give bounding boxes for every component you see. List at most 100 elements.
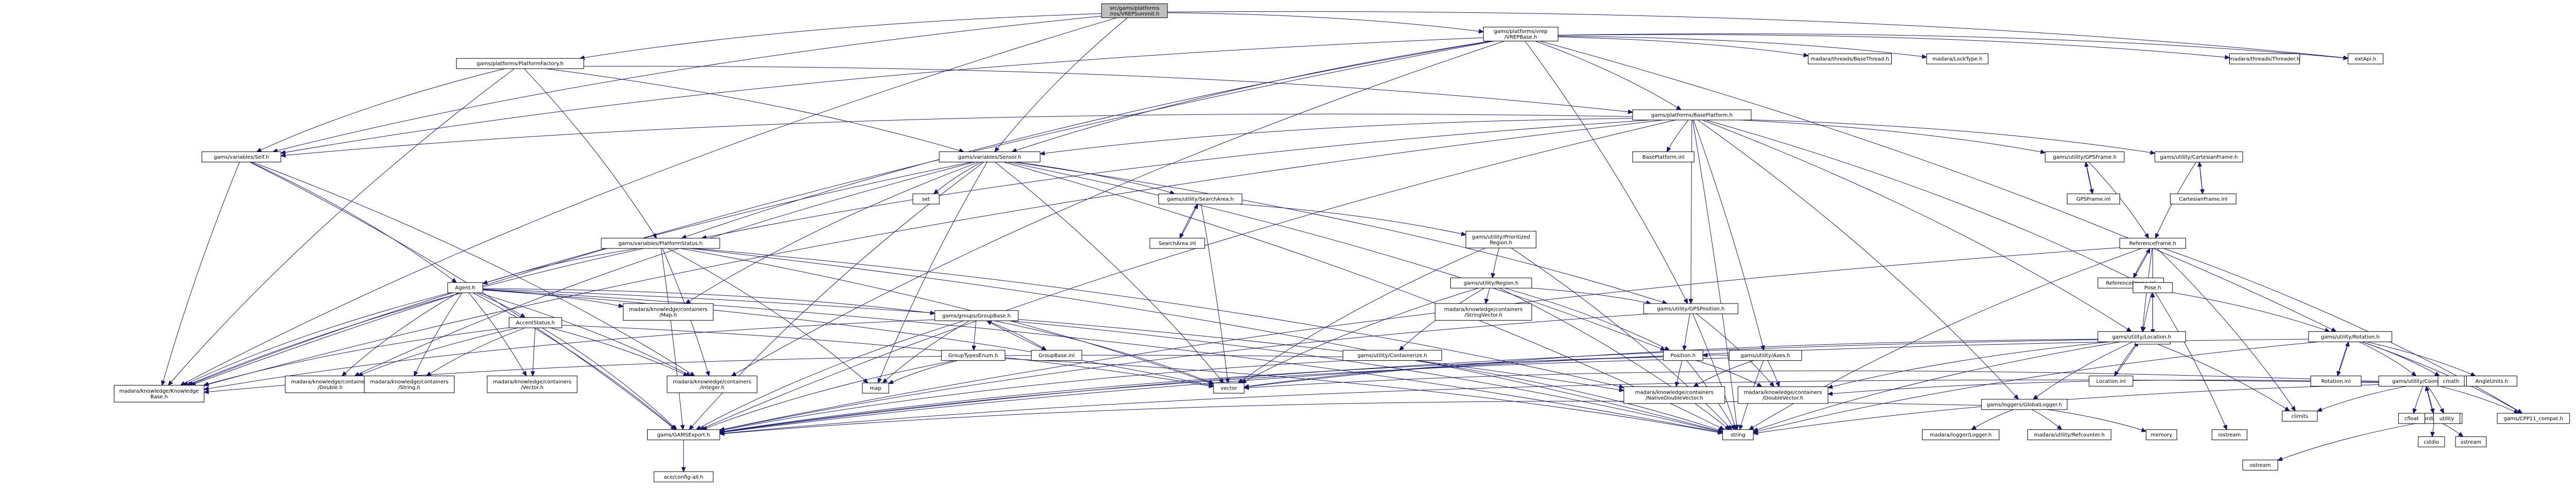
node-searcharea-inl[interactable]: SearchArea.inl	[1149, 238, 1205, 249]
node-vectorc[interactable]: madara/knowledge/containers/Vector.h	[487, 376, 578, 393]
node-stringvector[interactable]: madara/knowledge/containers/StringVector…	[1435, 303, 1532, 321]
node-doublevector[interactable]: madara/knowledge/containers/DoubleVector…	[1737, 386, 1828, 404]
node-label: madara/threads/BaseThread.h	[1811, 57, 1889, 62]
node-gpsframe[interactable]: gams/utility/GPSFrame.h	[2045, 152, 2125, 162]
node-root[interactable]: src/gams/platforms/ros/VREPSummit.h	[1101, 3, 1168, 18]
node-globallogger[interactable]: gams/loggers/GlobalLogger.h	[1981, 399, 2067, 410]
edge-baseplatform-to-string	[1692, 120, 1737, 430]
edge-vrepbase-to-integerc	[732, 41, 1505, 376]
node-location-inl[interactable]: Location.inl	[2089, 376, 2133, 386]
node-box	[653, 471, 714, 482]
node-extapi[interactable]: extApi.h	[2347, 53, 2384, 64]
node-cmath[interactable]: cmath	[2437, 376, 2465, 386]
node-cartesianframe[interactable]: gams/utility/CartesianFrame.h	[2155, 152, 2243, 162]
node-stringc[interactable]: madara/knowledge/containers/String.h	[364, 376, 455, 393]
edge-containerize-to-gamsexport	[720, 360, 1347, 431]
node-memory[interactable]: memory	[2146, 429, 2177, 441]
node-platfactory[interactable]: gams/platforms/PlatformFactory.h	[456, 58, 584, 69]
node-label: madara/utility/Refcounter.h	[2034, 432, 2105, 438]
edge-baseplatform-to-gpsframe	[1740, 120, 2045, 153]
node-gpsposition[interactable]: gams/utility/GPSPosition.h	[1643, 303, 1738, 314]
node-box	[2170, 193, 2236, 205]
node-box	[1632, 152, 1694, 162]
node-map[interactable]: map	[862, 382, 889, 394]
node-groupbase-inl[interactable]: GroupBase.inl	[1031, 350, 1082, 361]
node-rotation-inl[interactable]: Rotation.inl	[2310, 376, 2362, 386]
node-cstdio[interactable]: cstdio	[2418, 436, 2445, 447]
node-box	[1643, 303, 1738, 314]
edge-accentstatus-to-gamsexport	[542, 327, 676, 430]
node-angleunits[interactable]: AngleUnits.h	[2466, 376, 2517, 386]
node-threader[interactable]: madara/threads/Threader.h	[2229, 53, 2300, 64]
node-set[interactable]: set	[912, 193, 940, 205]
node-iostream[interactable]: iostream	[2211, 429, 2248, 441]
node-platformstatus[interactable]: gams/variables/PlatformStatus.h	[601, 238, 720, 249]
node-nativedoublevector[interactable]: madara/knowledge/containers/NativeDouble…	[1623, 386, 1725, 404]
node-mapc[interactable]: madara/knowledge/containers/Map.h	[623, 303, 714, 321]
edge-accentstatus-to-vector	[562, 325, 1213, 386]
node-doublec[interactable]: madara/knowledge/containers/Double.h	[285, 376, 376, 393]
node-label: cfloat	[2404, 416, 2419, 422]
node-label: gams/utility/Containerize.h	[1358, 353, 1427, 359]
node-region[interactable]: gams/utility/Region.h	[1450, 277, 1532, 289]
node-axes[interactable]: gams/utility/Axes.h	[1728, 350, 1802, 361]
node-groupbase[interactable]: gams/groups/GroupBase.h	[934, 310, 1019, 322]
node-selfh[interactable]: gams/variables/Self.h	[201, 152, 281, 162]
node-box	[1465, 231, 1537, 248]
node-agent[interactable]: Agent.h	[447, 282, 483, 293]
edge-location-to-gamsexport	[720, 339, 2098, 432]
edge-referenceframe-inl-to-referenceframe	[2133, 248, 2150, 278]
edge-platfactory-to-platformstatus	[523, 68, 656, 238]
node-ostream[interactable]: ostream	[2242, 460, 2278, 471]
node-location[interactable]: gams/utility/Location.h	[2097, 331, 2186, 342]
node-pose[interactable]: Pose.h	[2132, 282, 2173, 293]
node-gpsframe-inl[interactable]: GPSFrame.inl	[2066, 193, 2121, 205]
node-baseplatform-inl[interactable]: BasePlatform.inl	[1632, 152, 1694, 162]
edge-vrepbase-to-rotation	[1539, 41, 2336, 332]
node-label: iostream	[2218, 432, 2241, 438]
node-grouptypesenum[interactable]: GroupTypesEnum.h	[941, 350, 1006, 361]
node-label: gams/utility/Axes.h	[1741, 353, 1790, 359]
node-refcounter[interactable]: madara/utility/Refcounter.h	[2027, 429, 2111, 441]
node-sensor[interactable]: gams/variables/Sensor.h	[939, 152, 1041, 162]
node-basethread[interactable]: madara/threads/BaseThread.h	[1808, 53, 1892, 64]
node-vrepbase[interactable]: gams/platforms/vrep/VREPBase.h	[1483, 27, 1558, 42]
node-label: ace/config-all.h	[664, 475, 703, 480]
node-position[interactable]: Position.h	[1663, 350, 1703, 361]
node-integerc[interactable]: madara/knowledge/containers/Integer.h	[667, 376, 757, 393]
node-label: src/gams/platforms	[1110, 6, 1159, 11]
node-label: ReferenceFrame.inl	[2106, 281, 2156, 287]
node-label: gams/variables/Sensor.h	[958, 155, 1022, 160]
node-aceconfig[interactable]: ace/config-all.h	[653, 471, 714, 482]
node-cartesianframe-inl[interactable]: CartesianFrame.inl	[2170, 193, 2236, 205]
node-climits[interactable]: climits	[2282, 410, 2318, 422]
node-label: madara/knowledge/containers	[673, 379, 751, 385]
node-utility[interactable]: utility	[2433, 413, 2461, 424]
node-containerize[interactable]: gams/utility/Containerize.h	[1343, 350, 1442, 361]
node-cpp11compat[interactable]: gams/CPP11_compat.h	[2497, 413, 2570, 424]
node-string[interactable]: string	[1722, 429, 1754, 441]
node-label: GroupTypesEnum.h	[948, 353, 998, 359]
node-cfloat[interactable]: cfloat	[2398, 413, 2426, 424]
node-gamsexport[interactable]: gams/GAMSExport.h	[647, 429, 720, 441]
node-vector[interactable]: vector	[1213, 382, 1245, 394]
node-rotation[interactable]: gams/utility/Rotation.h	[2308, 331, 2393, 342]
edge-rotation-inl-to-rotation	[2337, 342, 2348, 376]
edge-searcharea-inl-to-searcharea	[1179, 204, 1197, 239]
edge-sensor-to-string	[1003, 161, 1724, 429]
node-madaralogger[interactable]: madara/logger/Logger.h	[1922, 429, 1999, 441]
edge-platformstatus-to-map	[668, 248, 868, 383]
node-label: SearchArea.inl	[1159, 241, 1196, 247]
node-sstream[interactable]: sstream	[2455, 436, 2487, 447]
node-label: memory	[2151, 432, 2173, 438]
node-box	[1158, 193, 1243, 205]
node-baseplatform[interactable]: gams/platforms/BasePlatform.h	[1632, 109, 1752, 121]
node-accentstatus[interactable]: AccentStatus.h	[509, 317, 562, 328]
node-searcharea[interactable]: gams/utility/SearchArea.h	[1158, 193, 1243, 205]
edge-vrepbase-to-baseplatform	[1535, 41, 1681, 110]
node-locktype[interactable]: madara/LockType.h	[1926, 53, 1989, 64]
edge-baseplatform-to-globallogger	[1698, 120, 2018, 399]
node-referenceframe[interactable]: ReferenceFrame.h	[2120, 238, 2186, 249]
